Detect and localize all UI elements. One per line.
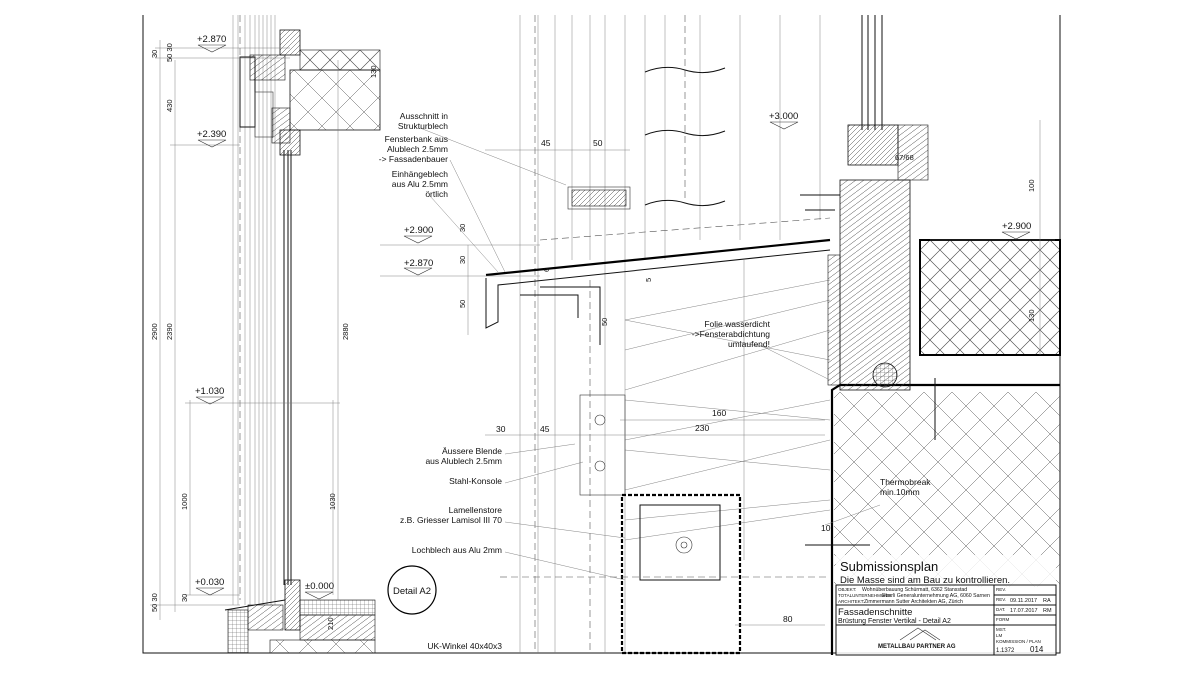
dim-10: 10 (821, 523, 831, 533)
dim-50-c: 50 (458, 300, 467, 308)
plan-subtitle: Brüstung Fenster Vertikal - Detail A2 (838, 618, 951, 625)
dim-80: 80 (783, 614, 793, 624)
dat-date: 17.07.2017 (1010, 608, 1038, 614)
annotation-lochblech: Lochblech aus Alu 2mm (412, 545, 502, 555)
kommission-value: 1.1372 (996, 648, 1015, 654)
middle-section: +2.900 +2.870 +3.000 45 50 30 30 50 6 5 … (380, 15, 1060, 655)
dim-30-bot: 30 (496, 424, 506, 434)
level-0030: +0.030 (195, 577, 224, 588)
level-2390: +2.390 (197, 129, 226, 140)
dim-430: 430 (165, 99, 174, 112)
form-label: FORM (996, 617, 1009, 622)
plan-number: 014 (1030, 645, 1044, 654)
dim-160: 160 (712, 408, 726, 418)
level-3000: +3.000 (769, 111, 798, 122)
dim-50-30-top: 50 30 (165, 43, 174, 62)
right-section: +2.900 67/68 100 130 (800, 15, 1061, 546)
level-2900-mid: +2.900 (404, 225, 433, 236)
tu-value: Eberli Generalunternehmung AG, 6060 Sarn… (882, 593, 990, 599)
architekt-value: Zimmermann Sutter Architekten AG, Zürich (864, 599, 963, 605)
dim-210: 210 (326, 617, 335, 630)
left-section: +2.870 +2.390 +1.030 +0.030 ±0.000 30 50… (150, 15, 381, 654)
dim-1030: 1030 (328, 493, 337, 510)
dim-30-bottom: 30 (180, 594, 189, 602)
company-name: METALLBAU PARTNER AG (878, 644, 956, 650)
lm-label: LM (996, 633, 1003, 638)
mst-label: MST. (996, 627, 1006, 632)
dim-30-a: 30 (458, 224, 467, 232)
rev2-date: 09.11.2017 (1010, 598, 1037, 604)
dim-50-console: 50 (600, 318, 609, 326)
level-2900-right: +2.900 (1002, 221, 1031, 232)
dim-1000: 1000 (180, 493, 189, 510)
dat-by: RM (1043, 608, 1052, 614)
objekt-label: OBJEKT: (838, 587, 856, 592)
dim-30-b: 30 (458, 256, 467, 264)
annotation-stahl-konsole: Stahl-Konsole (449, 476, 502, 486)
dat-label: DAT. (996, 607, 1005, 612)
level-1030: +1.030 (195, 386, 224, 397)
dim-6: 6 (542, 268, 551, 272)
dim-230: 230 (695, 423, 709, 433)
dim-45-top: 45 (541, 138, 551, 148)
level-2870-mid: +2.870 (404, 258, 433, 269)
rev2-label: REV. (996, 597, 1006, 602)
title-submissionsplan: Submissionsplan (840, 559, 938, 574)
dim-130-right: 130 (1027, 309, 1036, 322)
tu-label: TOTALUNTERNEHMUNG: (838, 593, 892, 598)
dim-130-left: 130 (369, 65, 378, 78)
detail-marker (387, 565, 437, 615)
dim-50-30-bottom: 50 30 (150, 593, 159, 612)
title-subtitle: Die Masse sind am Bau zu kontrollieren. (840, 575, 1010, 586)
level-2870-left: +2.870 (197, 34, 226, 45)
dim-5: 5 (644, 278, 653, 282)
dim-30-top: 30 (150, 50, 159, 58)
company-logo: METALLBAU PARTNER AG (878, 627, 956, 650)
kommission-label: KOMMISSION / PLAN (996, 639, 1041, 644)
dim-45-bot: 45 (540, 424, 550, 434)
level-0000: ±0.000 (305, 581, 334, 592)
rev1-label: REV. (996, 587, 1006, 592)
objekt-value: Wohnüberbauung Schürmatt, 6362 Stansstad (862, 587, 967, 593)
detail-label: Detail A2 (393, 586, 431, 597)
dim-50-top: 50 (593, 138, 603, 148)
annotation-uk-winkel: UK-Winkel 40x40x3 (427, 641, 502, 651)
dim-100: 100 (1027, 179, 1036, 192)
dim-2390: 2390 (165, 323, 174, 340)
rev2-by: RA (1043, 598, 1051, 604)
dim-2880: 2880 (341, 323, 350, 340)
plan-title: Fassadenschnitte (838, 607, 912, 618)
dim-2900: 2900 (150, 323, 159, 340)
title-block: Submissionsplan Die Masse sind am Bau zu… (835, 555, 1057, 656)
architekt-label: ARCHITEKT: (838, 599, 864, 604)
dim-67-68: 67/68 (895, 153, 914, 162)
